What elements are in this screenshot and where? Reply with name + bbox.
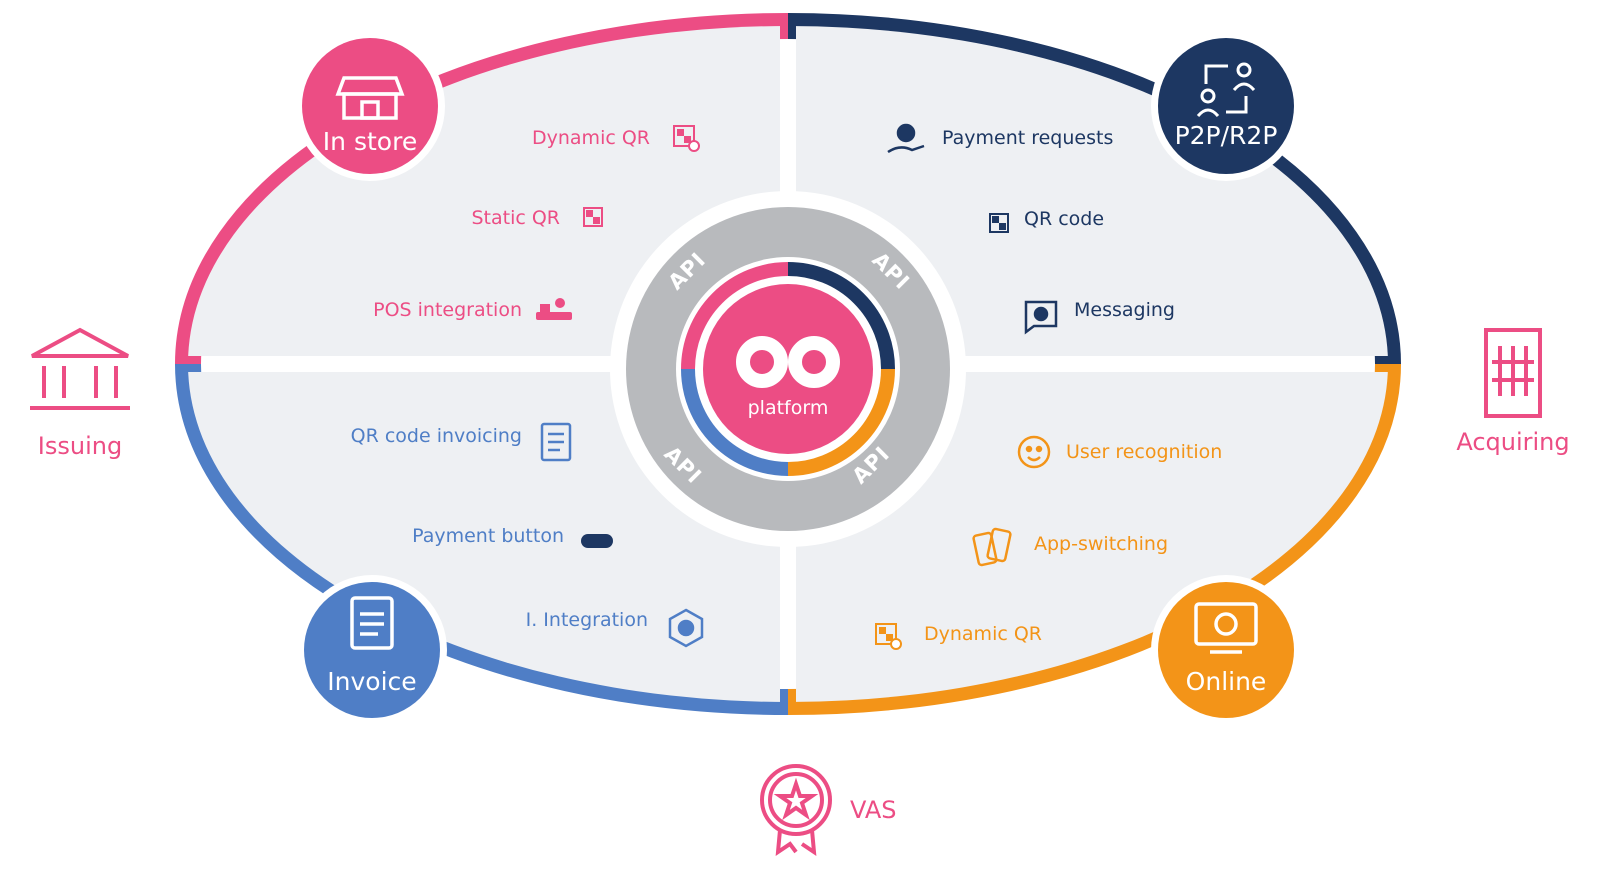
pos-terminal-icon (536, 298, 572, 320)
in-store-items: Dynamic QR Static QR POS integration (373, 125, 700, 321)
item-payment-button: Payment button (412, 525, 564, 547)
item-dynamic-qr-instore: Dynamic QR (532, 127, 650, 149)
platform-hub: platform API API API API (610, 191, 966, 547)
item-static-qr: Static QR (471, 207, 560, 229)
badge-invoice: Invoice (297, 575, 447, 725)
platform-core (703, 284, 873, 454)
side-vas: VAS (760, 764, 897, 856)
platform-label: platform (748, 397, 829, 419)
side-label-issuing: Issuing (38, 432, 122, 460)
pay-button-icon (581, 534, 613, 548)
smiley-face-icon (1017, 435, 1051, 469)
invoice-items: QR code invoicing Payment button I. Inte… (351, 422, 704, 648)
hub-color-arcs (681, 262, 895, 476)
bank-building-icon (30, 327, 130, 410)
side-label-acquiring: Acquiring (1456, 428, 1569, 456)
item-pos-integration: POS integration (373, 299, 522, 321)
side-acquiring: Acquiring (1456, 328, 1570, 456)
item-app-switching: App-switching (1034, 533, 1168, 555)
monitor-euro-icon (1194, 602, 1258, 654)
phone-switch-icon (972, 527, 1012, 567)
online-items: User recognition App-switching Dynamic Q… (875, 435, 1222, 650)
item-messaging: Messaging (1074, 299, 1175, 321)
hand-coin-icon (887, 123, 925, 154)
side-label-vas: VAS (850, 796, 897, 824)
p2p-items: Payment requests QR code Messaging (887, 123, 1175, 335)
item-qr-code: QR code (1024, 208, 1104, 230)
badge-p2p: P2P/R2P (1151, 31, 1301, 181)
badge-label-p2p: P2P/R2P (1175, 121, 1278, 150)
storefront-icon (335, 76, 405, 120)
qr-code-icon (583, 207, 603, 227)
invoice-document-icon (350, 596, 394, 650)
infinity-logo-icon (736, 336, 840, 388)
document-icon (540, 422, 572, 462)
qr-code-icon (673, 125, 700, 152)
badge-in-store: In store (295, 31, 445, 181)
office-building-icon (1484, 328, 1542, 418)
qr-code-icon (875, 623, 902, 650)
item-dynamic-qr-online: Dynamic QR (924, 623, 1042, 645)
badge-label-invoice: Invoice (327, 667, 416, 696)
award-star-icon (760, 764, 832, 856)
item-payment-requests: Payment requests (942, 127, 1113, 149)
badge-label-in-store: In store (323, 127, 417, 156)
badge-online: Online (1151, 575, 1301, 725)
network-gear-icon (668, 608, 704, 648)
item-integration: I. Integration (526, 609, 648, 631)
qr-code-icon (989, 213, 1009, 233)
people-exchange-icon (1196, 62, 1256, 118)
badge-label-online: Online (1186, 667, 1267, 696)
item-user-recognition: User recognition (1066, 441, 1222, 463)
item-qr-code-invoicing: QR code invoicing (351, 425, 522, 447)
side-issuing: Issuing (30, 327, 130, 460)
chat-bubble-icon (1024, 300, 1058, 335)
